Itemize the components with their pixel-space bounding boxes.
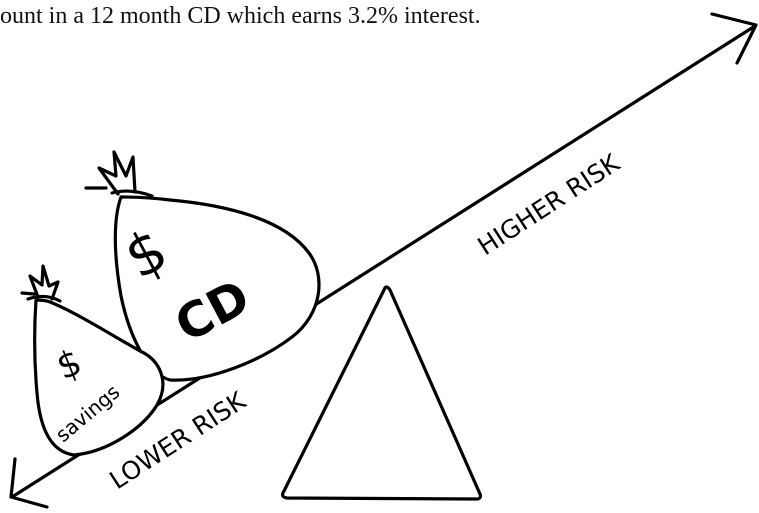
caption-text: ount in a 12 month CD which earns 3.2% i… <box>0 3 481 29</box>
fulcrum-triangle-icon <box>280 285 483 501</box>
higher-risk-arrowhead-icon <box>710 12 758 65</box>
savings-money-bag-icon: $ savings <box>20 264 165 457</box>
higher-risk-label: HIGHER RISK <box>472 148 625 261</box>
lower-risk-arrowhead-icon <box>9 457 49 509</box>
cd-money-bag-icon: $ CD <box>84 150 321 382</box>
